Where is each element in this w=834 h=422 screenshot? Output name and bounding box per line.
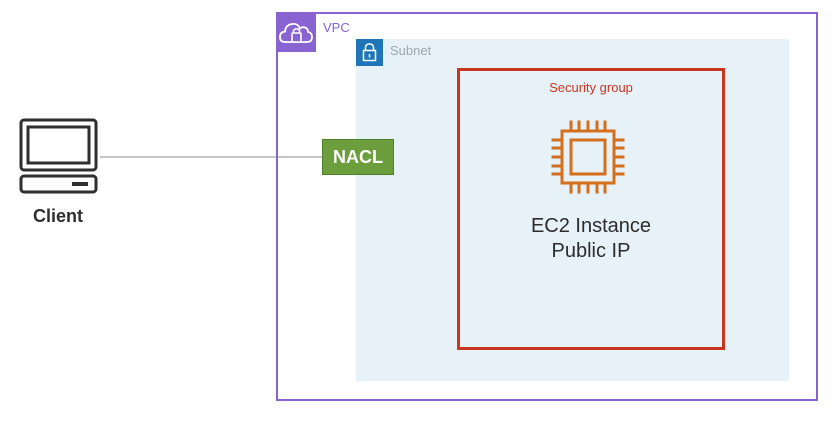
subnet-area	[356, 39, 789, 381]
security-group-label: Security group	[549, 80, 633, 95]
ec2-instance-public-ip: Public IP	[551, 240, 631, 262]
vpc-boundary	[276, 12, 818, 401]
nacl-box: NACL	[322, 139, 394, 175]
ec2-instance-title: EC2 Instance	[530, 215, 652, 237]
subnet-label: Subnet	[390, 43, 432, 58]
vpc-label: VPC	[323, 20, 350, 35]
subnet-badge	[356, 39, 383, 66]
cloud-lock-icon	[279, 22, 313, 43]
ec2-instance-label: EC2 Instance Public IP	[458, 214, 724, 264]
ec2-chip-icon	[551, 120, 625, 194]
client-label: Client	[32, 206, 83, 226]
vpc-badge	[276, 12, 316, 52]
security-group-boundary	[457, 68, 725, 350]
padlock-icon	[362, 43, 377, 62]
desktop-computer-icon	[19, 118, 98, 194]
